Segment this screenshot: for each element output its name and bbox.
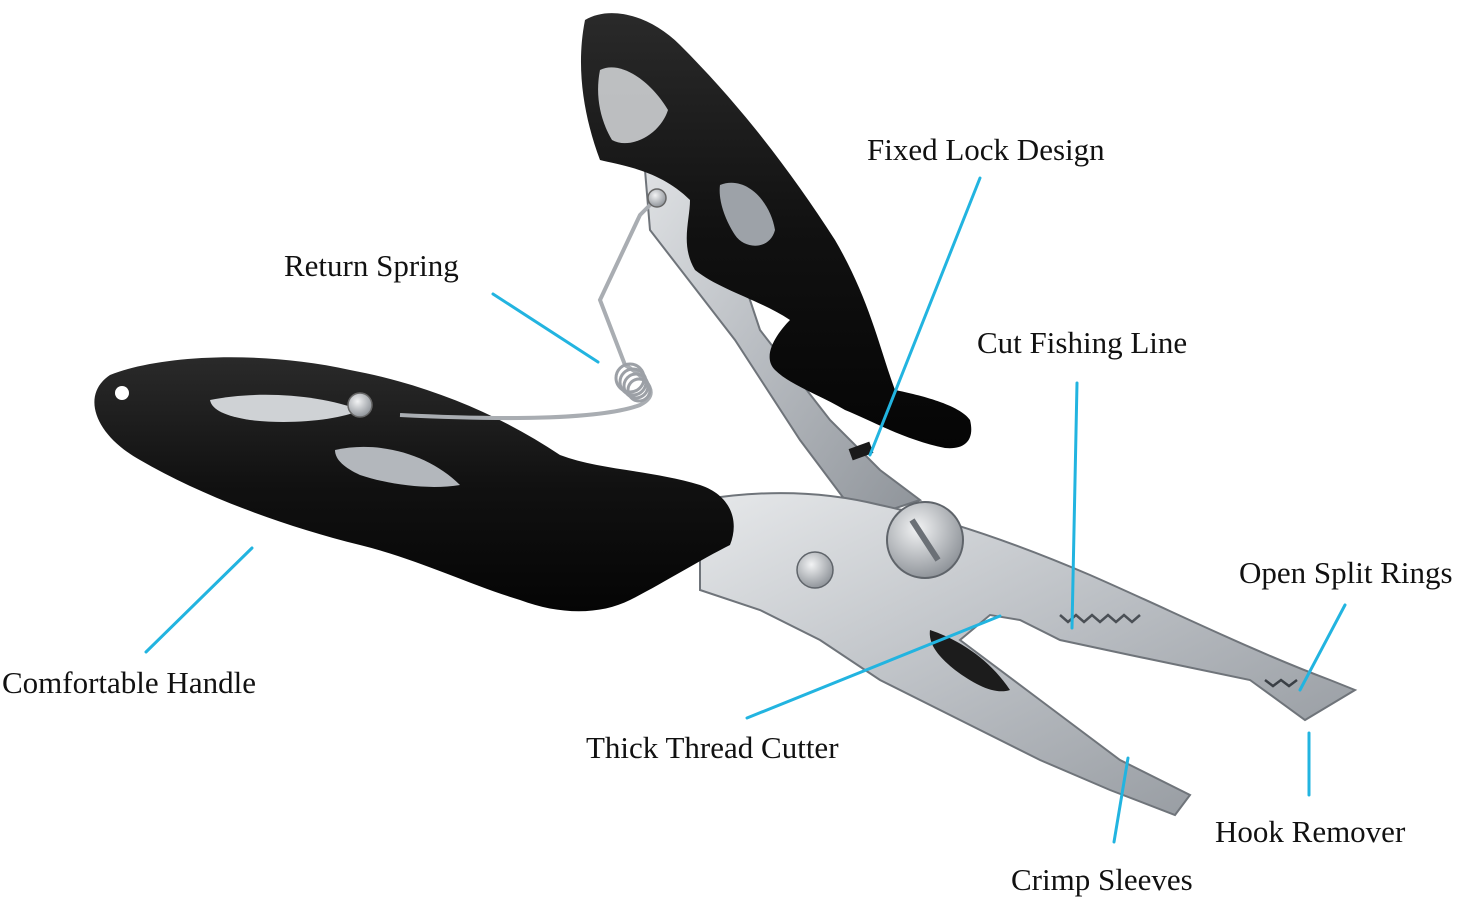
secondary-screw [796, 551, 834, 589]
split-ring-tip [1264, 678, 1298, 688]
lanyard-hole [115, 386, 129, 400]
label-fixed-lock-design: Fixed Lock Design [867, 132, 1105, 167]
callout-line-fixed-lock [868, 176, 982, 457]
callout-line-crimp-sleeves [1112, 756, 1130, 844]
callout-lines [144, 176, 1347, 844]
lower-handle-cutout [210, 394, 360, 422]
return-spring-coil [614, 362, 652, 403]
label-comfortable-handle: Comfortable Handle [2, 665, 256, 700]
label-crimp-sleeves: Crimp Sleeves [1011, 862, 1193, 897]
callout-line-thick-thread-cutter [745, 614, 1002, 720]
return-spring-wire [399, 198, 657, 420]
label-thick-thread-cutter: Thick Thread Cutter [586, 730, 839, 765]
callout-line-open-split-rings [1298, 603, 1347, 692]
label-return-spring: Return Spring [284, 248, 459, 283]
callout-line-comfortable-handle [144, 546, 254, 654]
lower-handle-slot [335, 446, 460, 487]
label-cut-fishing-line: Cut Fishing Line [977, 325, 1188, 360]
fixed-lock-notch [848, 441, 874, 461]
upper-handle-cutout [598, 67, 668, 144]
spring-top-screw [647, 188, 667, 208]
label-open-split-rings: Open Split Rings [1239, 555, 1453, 590]
upper-handle [580, 13, 972, 449]
label-hook-remover: Hook Remover [1215, 814, 1406, 849]
spring-anchor-screw [347, 392, 373, 418]
lower-jaw-slot [929, 630, 1010, 692]
callout-line-cut-fishing-line [1070, 381, 1079, 630]
callout-line-return-spring [491, 292, 600, 364]
upper-handle-slot [719, 182, 775, 246]
pivot-screw-slot [909, 518, 941, 562]
lower-jaw [699, 492, 1358, 817]
